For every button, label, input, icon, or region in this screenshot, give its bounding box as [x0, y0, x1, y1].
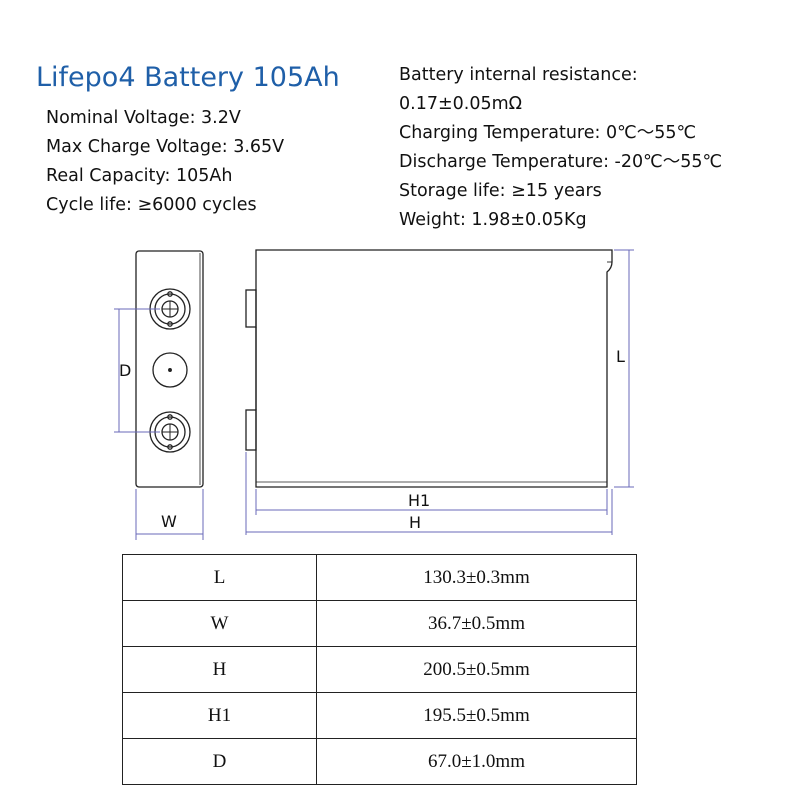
- dimension-value: 130.3±0.3mm: [316, 554, 637, 601]
- label-h: H: [409, 513, 421, 532]
- terminal-top: [149, 288, 191, 330]
- label-w: W: [161, 512, 177, 531]
- label-l: L: [616, 347, 625, 366]
- dimension-key: H: [122, 646, 317, 693]
- safety-vent: [152, 352, 188, 388]
- specs-right: Battery internal resistance: 0.17±0.05mΩ…: [399, 61, 722, 235]
- dimension-w: [135, 489, 204, 540]
- dimension-key: H1: [122, 692, 317, 739]
- dimension-l: [614, 249, 634, 488]
- dimension-key: D: [122, 738, 317, 785]
- dimension-table: L 130.3±0.3mm W 36.7±0.5mm H 200.5±0.5mm…: [122, 554, 637, 785]
- spec-discharge-temperature: Discharge Temperature: -20℃〜55℃: [399, 152, 723, 172]
- battery-front-view: [245, 249, 613, 488]
- table-row: W 36.7±0.5mm: [122, 600, 637, 647]
- dimension-key: L: [122, 554, 317, 601]
- spec-nominal-voltage: Nominal Voltage: 3.2V: [46, 108, 241, 128]
- specs-left: Nominal Voltage: 3.2V Max Charge Voltage…: [46, 104, 284, 220]
- label-h1: H1: [408, 491, 430, 510]
- table-row: L 130.3±0.3mm: [122, 554, 637, 601]
- spec-charging-temperature: Charging Temperature: 0℃〜55℃: [399, 123, 697, 143]
- front-view-outline: [255, 249, 613, 488]
- dimension-key: W: [122, 600, 317, 647]
- side-view-outline: [135, 250, 204, 488]
- spec-weight: Weight: 1.98±0.05Kg: [399, 210, 587, 230]
- spec-max-charge-voltage: Max Charge Voltage: 3.65V: [46, 137, 285, 157]
- table-row: H1 195.5±0.5mm: [122, 692, 637, 739]
- dimension-value: 195.5±0.5mm: [316, 692, 637, 739]
- dimension-value: 67.0±1.0mm: [316, 738, 637, 785]
- battery-side-view: [135, 250, 204, 488]
- label-d: D: [119, 361, 131, 380]
- spec-internal-resistance-label: Battery internal resistance:: [399, 65, 638, 85]
- spec-storage-life: Storage life: ≥15 years: [399, 181, 602, 201]
- table-row: D 67.0±1.0mm: [122, 738, 637, 785]
- dimension-h1-h: [245, 452, 613, 535]
- spec-cycle-life: Cycle life: ≥6000 cycles: [46, 195, 257, 215]
- table-row: H 200.5±0.5mm: [122, 646, 637, 693]
- product-title: Lifepo4 Battery 105Ah: [36, 62, 340, 93]
- front-terminal-bottom: [245, 409, 257, 451]
- front-terminal-top: [245, 289, 257, 328]
- dimension-value: 200.5±0.5mm: [316, 646, 637, 693]
- spec-real-capacity: Real Capacity: 105Ah: [46, 166, 233, 186]
- spec-internal-resistance-value: 0.17±0.05mΩ: [399, 94, 523, 114]
- dimension-value: 36.7±0.5mm: [316, 600, 637, 647]
- dimension-d: [114, 308, 160, 433]
